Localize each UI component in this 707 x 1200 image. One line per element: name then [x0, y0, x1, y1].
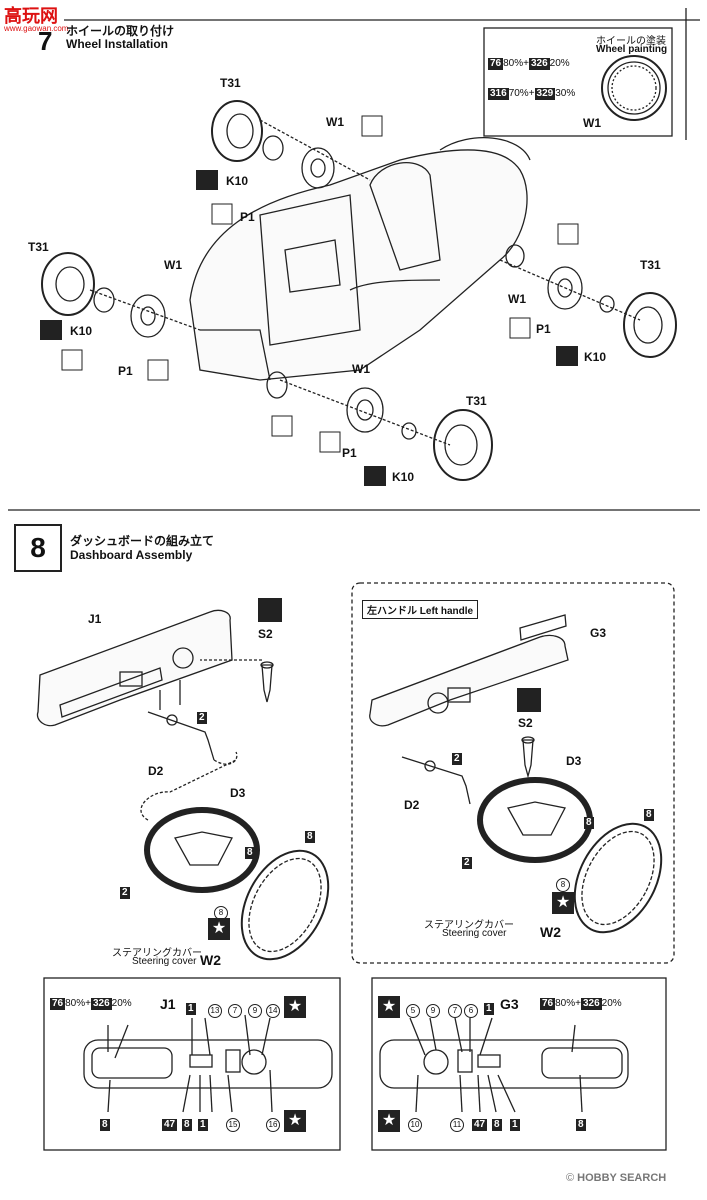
- wheel-painting-title-jp: ホイールの塗装: [596, 36, 666, 47]
- part-label: W1: [326, 115, 344, 129]
- circle-number: 10: [408, 1114, 422, 1132]
- steering-cover-en: Steering cover: [442, 928, 507, 939]
- circle-number: 11: [450, 1114, 464, 1132]
- part-label-g3: G3: [590, 626, 607, 640]
- number-badge: 2: [452, 753, 462, 765]
- part-label: P1: [342, 446, 357, 460]
- circle-number: 7: [228, 1000, 242, 1018]
- part-label: T31: [28, 240, 49, 254]
- steering-cover-jp: ステアリングカバー: [424, 920, 514, 931]
- number-badge: 47: [472, 1119, 488, 1131]
- number-badge: 8: [644, 809, 654, 821]
- part-label: T31: [220, 76, 241, 90]
- part-label: T31: [466, 394, 487, 408]
- part-label-d2: D2: [148, 764, 164, 778]
- number-badge: 8: [576, 1119, 586, 1131]
- star-icon: ★: [378, 996, 400, 1018]
- circle-number: 9: [426, 1000, 440, 1018]
- step-7-title-jp: ホイールの取り付け: [66, 24, 175, 38]
- number-badge: 8: [492, 1119, 502, 1131]
- circle-number: 7: [448, 1000, 462, 1018]
- circle-number: 16: [266, 1114, 280, 1132]
- star-icon: ★: [378, 1110, 400, 1132]
- step-7-number: 7: [38, 26, 53, 56]
- watermark-logo: 高玩网: [4, 6, 58, 26]
- part-label: P1: [536, 322, 551, 336]
- part-label-j1: J1: [88, 612, 102, 626]
- panel-left-part: J1: [160, 996, 176, 1012]
- part-label: W1: [352, 362, 370, 376]
- circle-number: 6: [464, 1000, 478, 1018]
- number-badge: 1: [484, 1003, 494, 1015]
- number-badge: 1: [510, 1119, 520, 1131]
- footer-brand: © HOBBY SEARCH: [566, 1172, 667, 1184]
- step-8-number: 8: [14, 524, 62, 572]
- part-label-s2: S2: [258, 627, 273, 641]
- part-label: K10: [392, 470, 415, 484]
- step-7-title-en: Wheel Installation: [66, 37, 169, 51]
- panel-right-part: G3: [500, 996, 519, 1012]
- painting-part-w1: W1: [583, 116, 601, 130]
- number-badge: 2: [197, 712, 207, 724]
- part-label: K10: [584, 350, 607, 364]
- left-handle-title: 左ハンドル Left handle: [362, 600, 479, 619]
- circle-number: 15: [226, 1114, 240, 1132]
- steering-cover-en: Steering cover: [132, 956, 197, 967]
- number-badge: 47: [162, 1119, 178, 1131]
- part-label-d3: D3: [566, 754, 582, 768]
- part-label-d3: D3: [230, 786, 246, 800]
- number-badge: 8: [584, 817, 594, 829]
- watermark-url: www.gaowan.com: [4, 24, 69, 33]
- circle-number: 8: [556, 874, 570, 892]
- star-icon: ★: [284, 996, 306, 1018]
- star-icon: ★: [284, 1110, 306, 1132]
- circle-number: 13: [208, 1000, 222, 1018]
- step-8-title-en: Dashboard Assembly: [70, 548, 193, 562]
- circle-number: 5: [406, 1000, 420, 1018]
- number-badge: 8: [182, 1119, 192, 1131]
- part-label: W1: [164, 258, 182, 272]
- number-badge: 1: [186, 1003, 196, 1015]
- part-label: P1: [240, 210, 255, 224]
- part-label-s2: S2: [518, 716, 533, 730]
- star-icon: ★: [208, 918, 230, 940]
- number-badge: 8: [305, 831, 315, 843]
- number-badge: 2: [462, 857, 472, 869]
- part-label: T31: [640, 258, 661, 272]
- number-badge: 1: [198, 1119, 208, 1131]
- wheel-painting-title-en: Wheel painting: [596, 44, 668, 55]
- part-label: W1: [508, 292, 526, 306]
- part-label: P1: [118, 364, 133, 378]
- star-icon: ★: [552, 892, 574, 914]
- part-label-w2: W2: [540, 924, 561, 940]
- part-label-w2: W2: [200, 952, 221, 968]
- part-label: K10: [70, 324, 93, 338]
- number-badge: 8: [100, 1119, 110, 1131]
- part-label-d2: D2: [404, 798, 420, 812]
- number-badge: 8: [245, 847, 255, 859]
- part-label: K10: [226, 174, 249, 188]
- step-8-title-jp: ダッシュボードの組み立て: [70, 534, 215, 548]
- circle-number: 14: [266, 1000, 280, 1018]
- circle-number: 9: [248, 1000, 262, 1018]
- number-badge: 2: [120, 887, 130, 899]
- steering-cover-jp: ステアリングカバー: [112, 948, 202, 959]
